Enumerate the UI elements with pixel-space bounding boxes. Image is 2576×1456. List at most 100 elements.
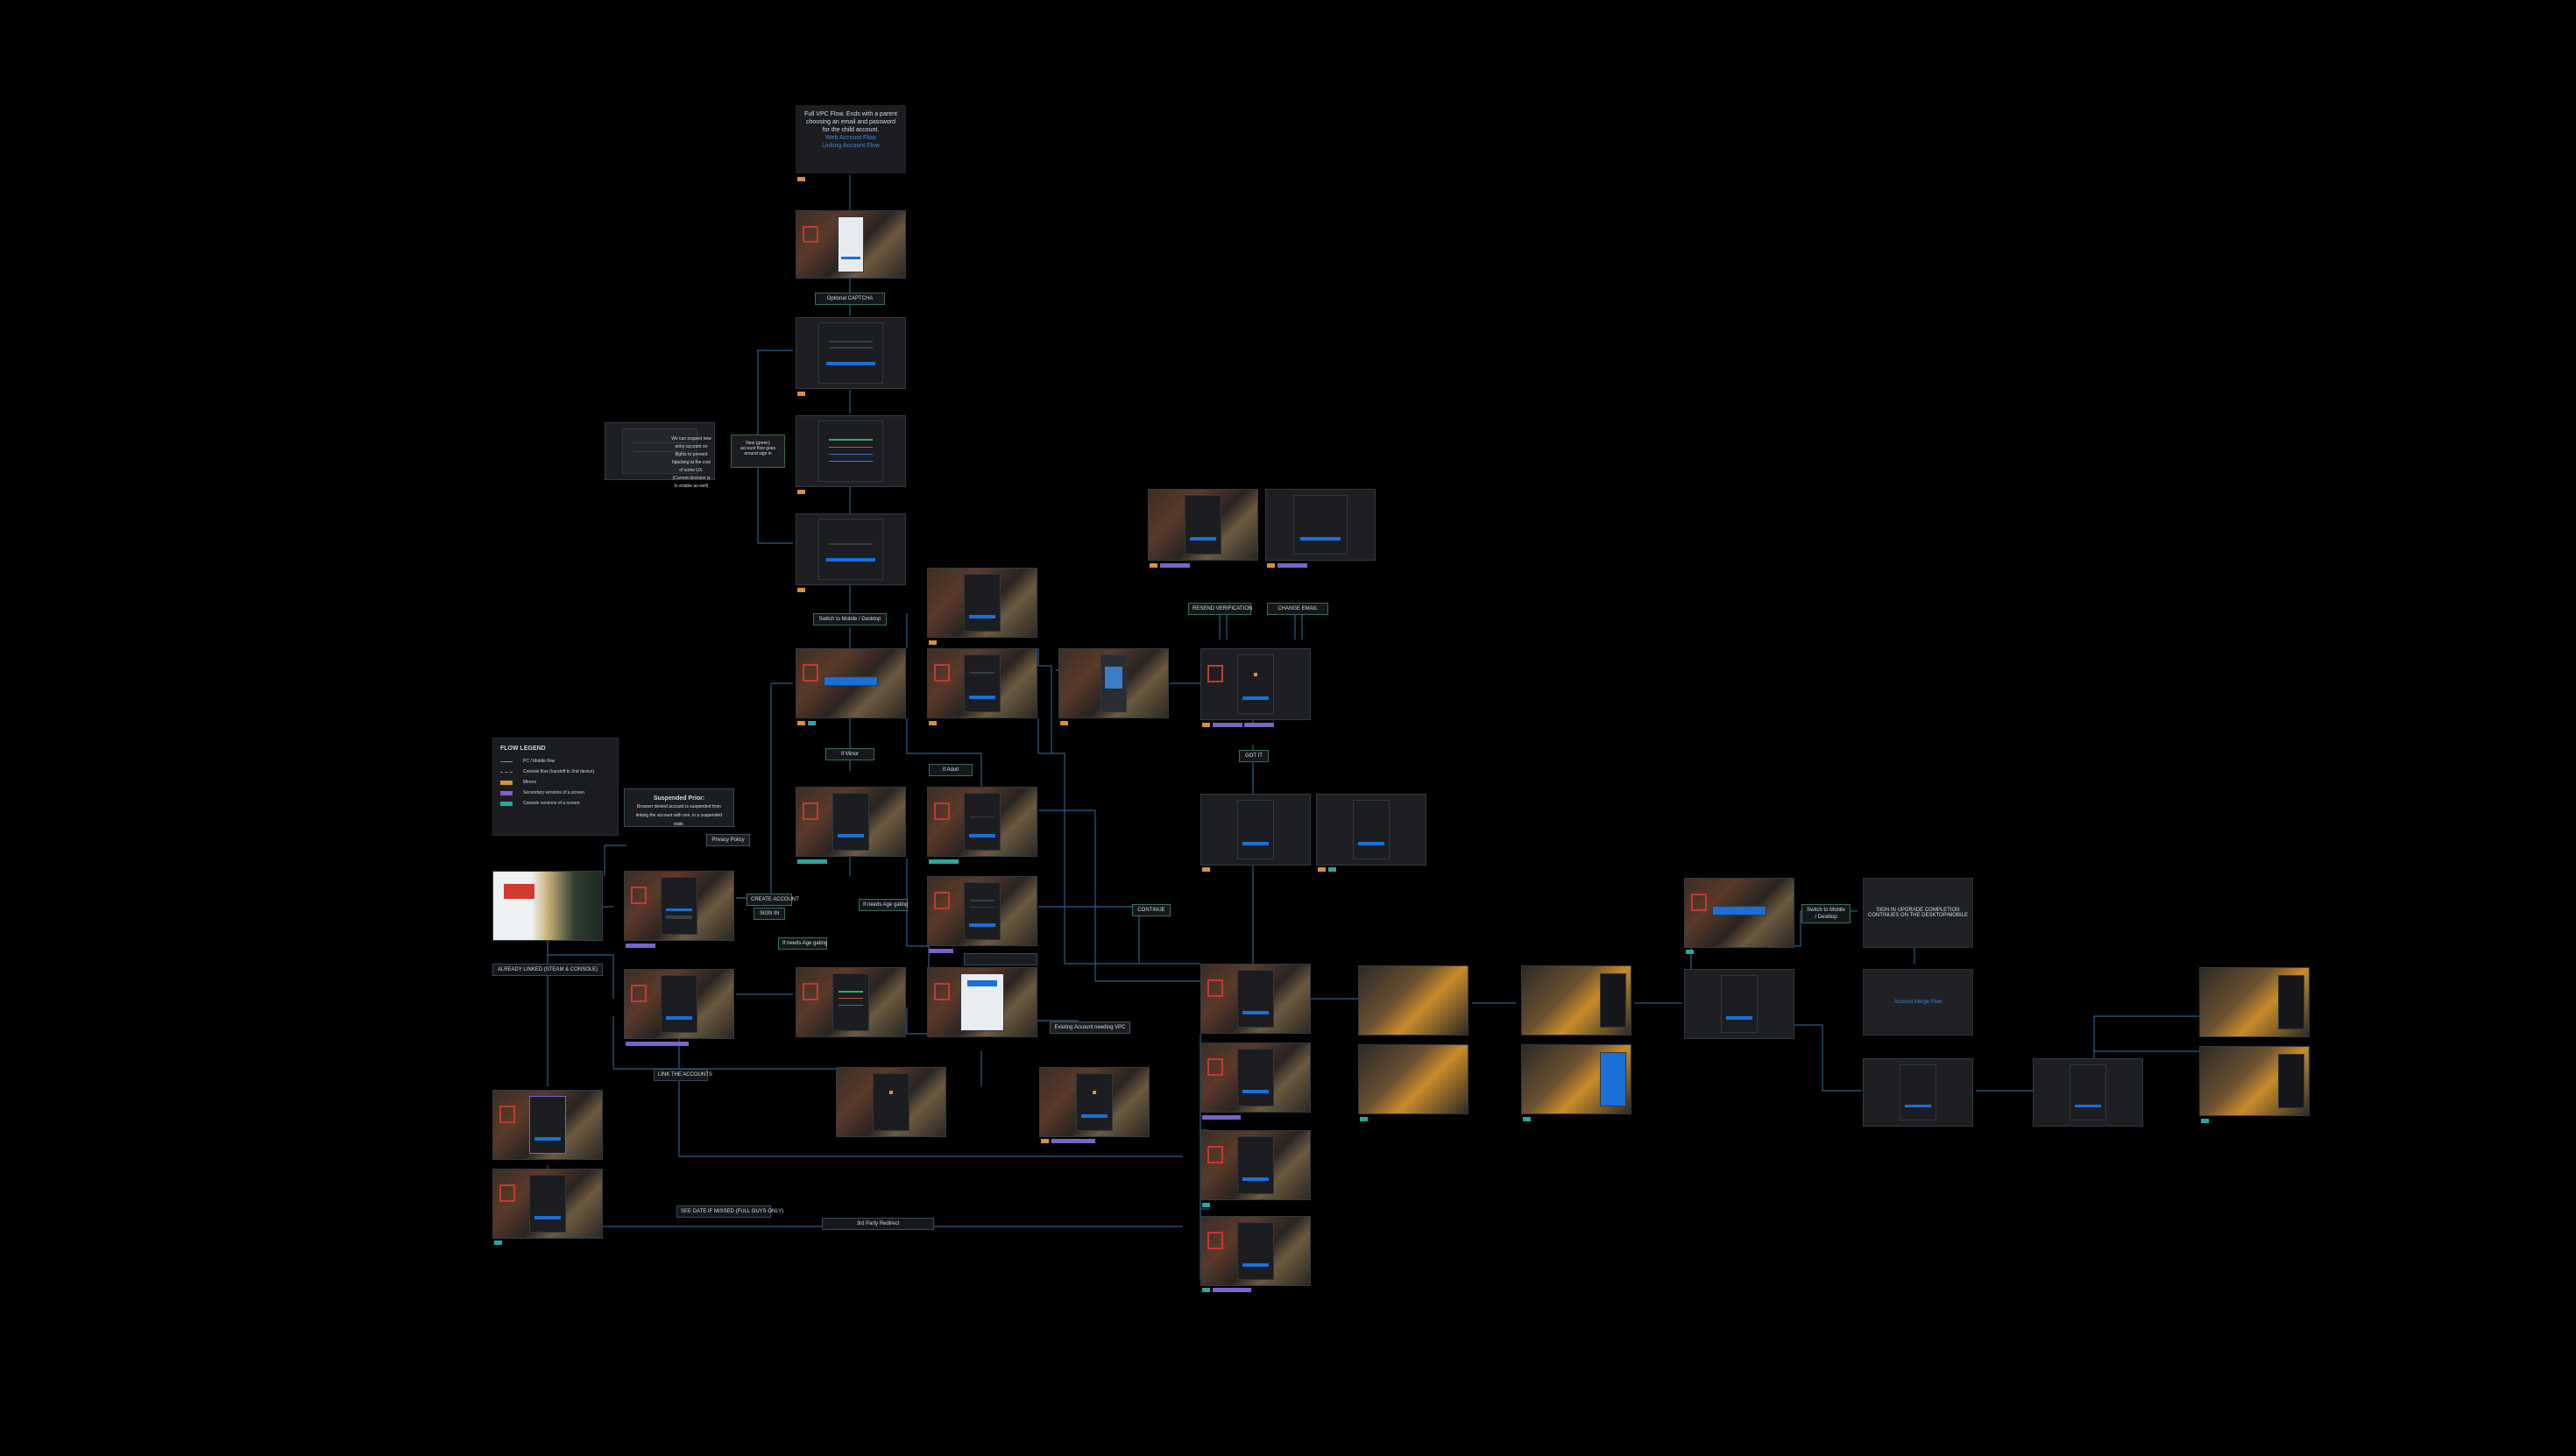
suspended-body: Browser denied account is suspended from… (635, 804, 723, 827)
console-tag (1328, 867, 1336, 872)
new-account-note-text: New (green) account flow goes around sig… (740, 441, 776, 456)
new-account-note: New (green) account flow goes around sig… (731, 435, 785, 468)
screen-sign-in-verify[interactable] (927, 568, 1037, 638)
screen-final-1[interactable] (2199, 967, 2310, 1037)
console-tag (494, 1240, 502, 1245)
screen-merge-1[interactable] (1863, 1058, 1973, 1127)
screen-game-2[interactable] (1358, 1044, 1468, 1114)
minor-tag (797, 392, 805, 396)
fullscreen-note-text: SIGN IN UPGRADE COMPLETION CONTINUES ON … (1867, 908, 1969, 918)
minor-tag (1150, 563, 1157, 568)
screen-services[interactable] (796, 648, 906, 718)
label-switch-mobile: Switch to Mobile / Desktop (813, 613, 887, 626)
screen-link-accounts[interactable] (624, 969, 734, 1039)
screen-minor-sign-in[interactable] (796, 787, 906, 857)
minor-tag (1060, 721, 1068, 725)
screen-game-menu-2[interactable] (1521, 1044, 1631, 1114)
screen-done-1[interactable] (1200, 794, 1311, 866)
secondary-tag (929, 949, 953, 953)
console-tag (2201, 1119, 2209, 1123)
screen-sign-in-1[interactable] (796, 317, 906, 389)
dashed-line-icon (500, 772, 513, 773)
secondary-tag (1051, 1139, 1095, 1143)
label-got-it: GOT IT (1239, 750, 1269, 762)
screen-game-menu-1[interactable] (1521, 965, 1631, 1035)
screen-controller-2[interactable] (1200, 1043, 1311, 1113)
screen-services-2[interactable] (1684, 878, 1794, 948)
suspended-note: Suspended Prior: Browser denied account … (624, 788, 734, 827)
screen-resend[interactable] (1148, 489, 1258, 561)
secondary-tag (626, 944, 655, 948)
minor-tag (1202, 723, 1210, 727)
screen-start-grid[interactable] (492, 871, 603, 941)
screen-left-sign-in[interactable] (605, 422, 715, 480)
screen-final-2[interactable] (2199, 1046, 2310, 1116)
screen-controller-3[interactable] (1200, 1130, 1311, 1200)
console-tag (797, 859, 827, 864)
legend-row: Console versions of a screen (500, 801, 611, 807)
console-tag (1523, 1117, 1531, 1121)
label-third-party: 3rd Party Redirect (822, 1218, 934, 1230)
screen-provider-console[interactable] (796, 967, 906, 1037)
purple-swatch-icon (500, 791, 513, 795)
label-switch-mobile-2: Switch to Mobile / Desktop (1801, 904, 1851, 923)
minor-tag (797, 490, 805, 494)
screen-date-of-birth[interactable] (927, 648, 1037, 718)
fullscreen-note: SIGN IN UPGRADE COMPLETION CONTINUES ON … (1863, 878, 1973, 948)
solid-line-icon (500, 761, 513, 762)
minor-tag (797, 721, 805, 725)
minor-tag (797, 177, 805, 181)
legend-row: Console flow (handoff to 2nd device) (500, 769, 611, 775)
screen-sign-in-2[interactable] (796, 513, 906, 585)
account-merge-link[interactable]: Account Merge Flow (1893, 1000, 1943, 1005)
secondary-tag (1213, 1288, 1251, 1292)
label-privacy-policy[interactable]: Privacy Policy (706, 834, 750, 846)
label-age-gating-1: If needs Age gating (859, 899, 908, 911)
label-sign-in[interactable]: SIGN IN (754, 908, 785, 920)
console-tag (808, 721, 816, 725)
screen-controller-4[interactable] (1200, 1216, 1311, 1286)
label-optional-captcha: Optional CAPTCHA (815, 293, 885, 305)
orange-swatch-icon (500, 781, 513, 785)
minor-tag (1267, 563, 1275, 568)
screen-email-sent[interactable] (1200, 648, 1311, 720)
screen-game-1[interactable] (1358, 965, 1468, 1035)
secondary-tag (1244, 723, 1274, 727)
linking-account-flow-link[interactable]: Linking Account Flow (822, 143, 880, 149)
console-tag (1360, 1117, 1368, 1121)
label-continue[interactable]: CONTINUE (1132, 904, 1171, 916)
screen-adult-sign-in[interactable] (927, 787, 1037, 857)
console-tag (1202, 1288, 1210, 1292)
console-tag (1686, 950, 1694, 954)
screen-minor-notice[interactable] (836, 1067, 946, 1137)
screen-vpc-qr[interactable] (796, 210, 906, 279)
legend-row: Secondary versions of a screen (500, 790, 611, 796)
secondary-tag (1160, 563, 1190, 568)
screen-done-2[interactable] (1316, 794, 1426, 866)
label-create-account[interactable]: CREATE ACCOUNT (747, 894, 799, 906)
screen-merge-2[interactable] (2033, 1058, 2143, 1127)
screen-vpc-needed[interactable] (1039, 1067, 1150, 1137)
screen-console-1[interactable] (492, 1090, 603, 1160)
screen-change-email[interactable] (1265, 489, 1376, 561)
minor-tag (929, 721, 937, 725)
screen-age-gate[interactable] (927, 876, 1037, 946)
label-if-adult: If Adult (929, 764, 973, 776)
web-account-flow-link[interactable]: Web Account Flow (825, 135, 876, 141)
screen-browser-popup[interactable] (927, 967, 1037, 1037)
screen-provider-list[interactable] (796, 415, 906, 487)
screen-qr-parent[interactable] (1058, 648, 1169, 718)
account-merge-box[interactable]: Account Merge Flow (1863, 969, 1973, 1035)
minor-tag (1318, 867, 1326, 872)
label-link-the-accounts[interactable]: LINK THE ACCOUNTS (654, 1069, 712, 1081)
top-flow-note: Full VPC Flow. Ends with a parent choosi… (796, 105, 906, 173)
label-see-date: SEE DATE IF MISSED (FULL GUYS ONLY) (676, 1205, 783, 1218)
screen-link-controller[interactable] (1684, 969, 1794, 1039)
legend-row: PC / Mobile flow (500, 759, 611, 765)
screen-controller-1[interactable] (1200, 964, 1311, 1034)
label-existing-account: Existing Account needing VPC (1050, 1021, 1130, 1034)
screen-create-or-sign[interactable] (624, 871, 734, 941)
screen-console-2[interactable] (492, 1169, 603, 1239)
suspended-title: Suspended Prior: (653, 795, 705, 802)
minor-tag (1041, 1139, 1049, 1143)
